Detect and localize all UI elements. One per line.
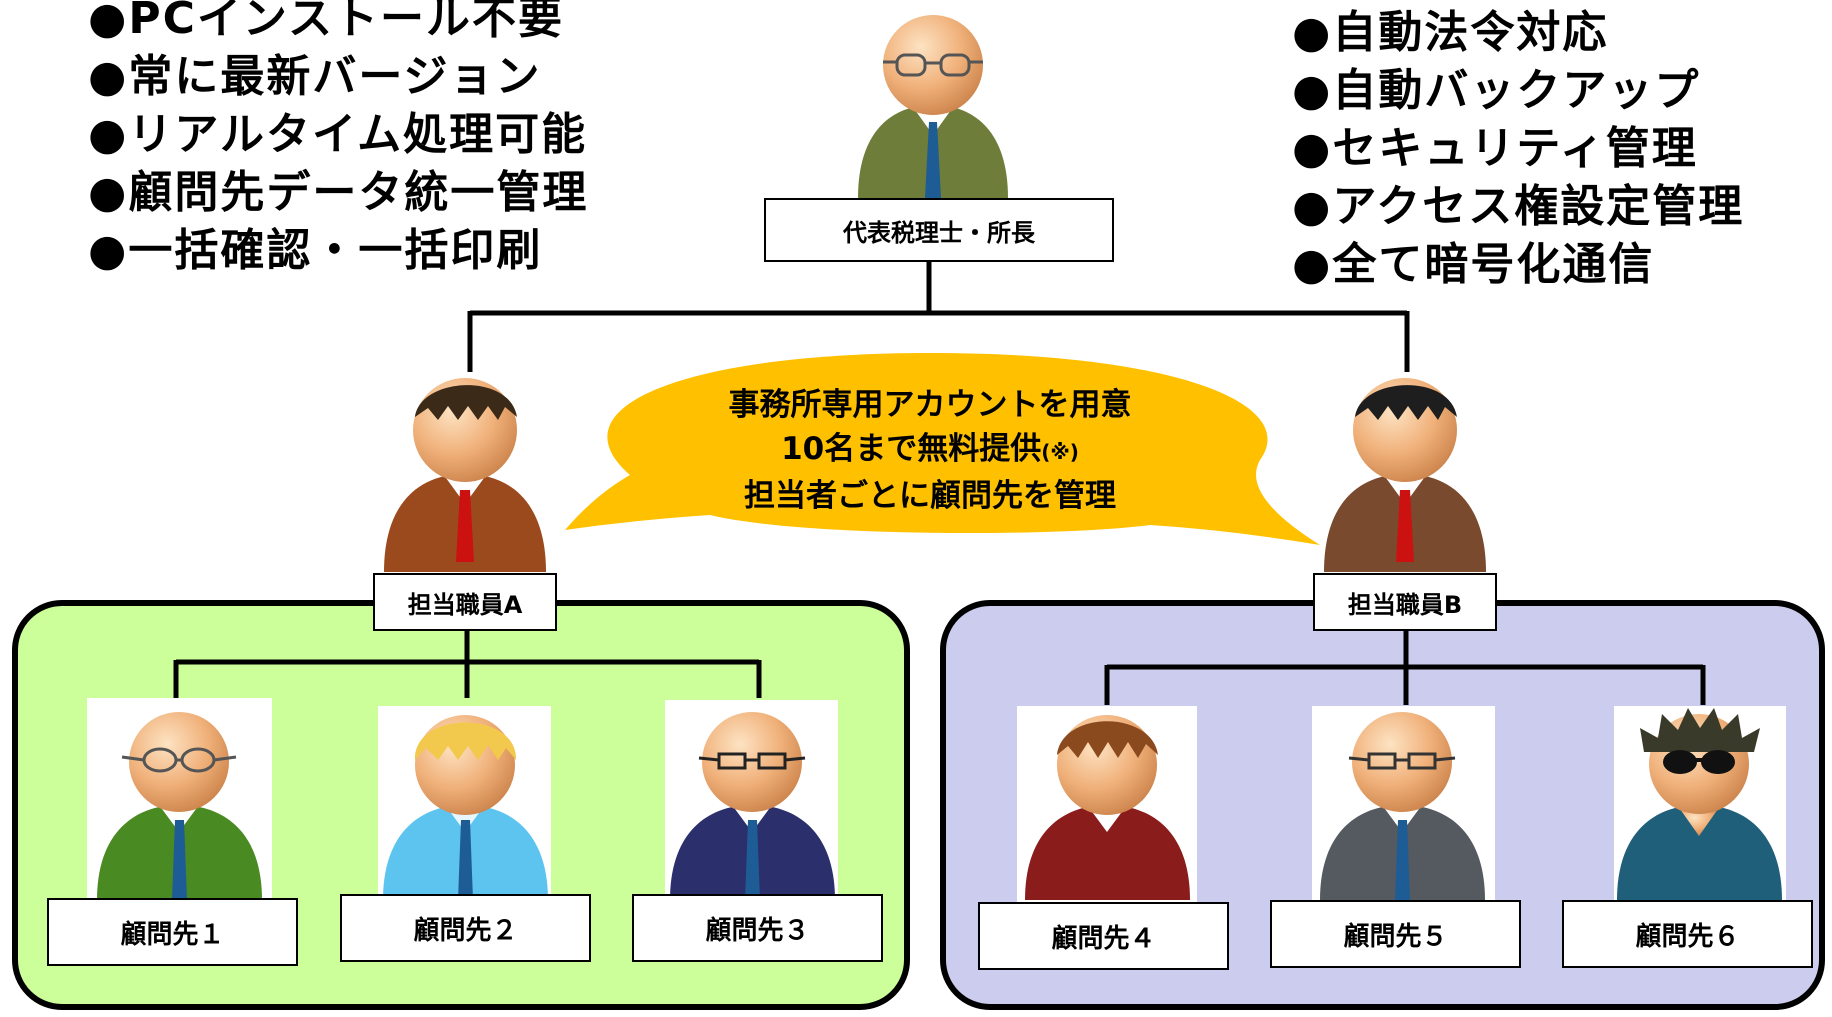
- client-2-icon: [383, 715, 548, 900]
- bubble-note-mark: (※): [1041, 440, 1079, 464]
- client-4-icon: [1025, 715, 1190, 900]
- feature-item: ●アクセス権設定管理: [1292, 181, 1745, 232]
- feature-item: ●自動バックアップ: [1292, 65, 1701, 116]
- client-6-icon: [1617, 708, 1782, 900]
- feature-item: ●自動法令対応: [1292, 7, 1609, 58]
- client-3-label: 顧問先３: [632, 894, 883, 962]
- feature-item: ●顧問先データ統一管理: [88, 167, 589, 218]
- staff-a-icon: [384, 378, 546, 572]
- head-label: 代表税理士・所長: [764, 198, 1114, 262]
- client-5-label: 顧問先５: [1270, 900, 1521, 968]
- staff-b-icon: [1324, 378, 1486, 572]
- feature-item: ●一括確認・一括印刷: [88, 225, 543, 276]
- bubble-line-2-main: 10名まで無料提供: [781, 431, 1042, 467]
- bubble-text: 事務所専用アカウントを用意 10名まで無料提供(※) 担当者ごとに顧問先を管理: [640, 383, 1220, 518]
- head-tax-accountant-icon: [858, 15, 1008, 198]
- features-left-list: ●PCインストール不要 ●常に最新バージョン ●リアルタイム処理可能 ●顧問先デ…: [88, 0, 588, 280]
- staff-b-label: 担当職員B: [1313, 573, 1497, 631]
- client-6-label: 顧問先６: [1562, 900, 1813, 968]
- client-1-label: 顧問先１: [47, 898, 298, 966]
- feature-item: ●リアルタイム処理可能: [88, 109, 588, 160]
- bubble-line-3: 担当者ごとに顧問先を管理: [744, 478, 1116, 514]
- client-2-label: 顧問先２: [340, 894, 591, 962]
- feature-item: ●セキュリティ管理: [1292, 123, 1698, 174]
- client-5-icon: [1320, 712, 1485, 900]
- client-1-icon: [97, 712, 262, 900]
- staff-a-label: 担当職員A: [373, 573, 557, 631]
- client-4-label: 顧問先４: [978, 902, 1229, 970]
- feature-item: ●PCインストール不要: [88, 0, 565, 44]
- bubble-line-2: 10名まで無料提供(※): [640, 427, 1220, 474]
- client-3-icon: [670, 712, 835, 900]
- feature-item: ●常に最新バージョン: [88, 51, 542, 102]
- features-right-list: ●自動法令対応 ●自動バックアップ ●セキュリティ管理 ●アクセス権設定管理 ●…: [1292, 4, 1744, 294]
- bubble-line-1: 事務所専用アカウントを用意: [728, 387, 1132, 423]
- speech-bubble: [565, 353, 1320, 545]
- feature-item: ●全て暗号化通信: [1292, 239, 1655, 290]
